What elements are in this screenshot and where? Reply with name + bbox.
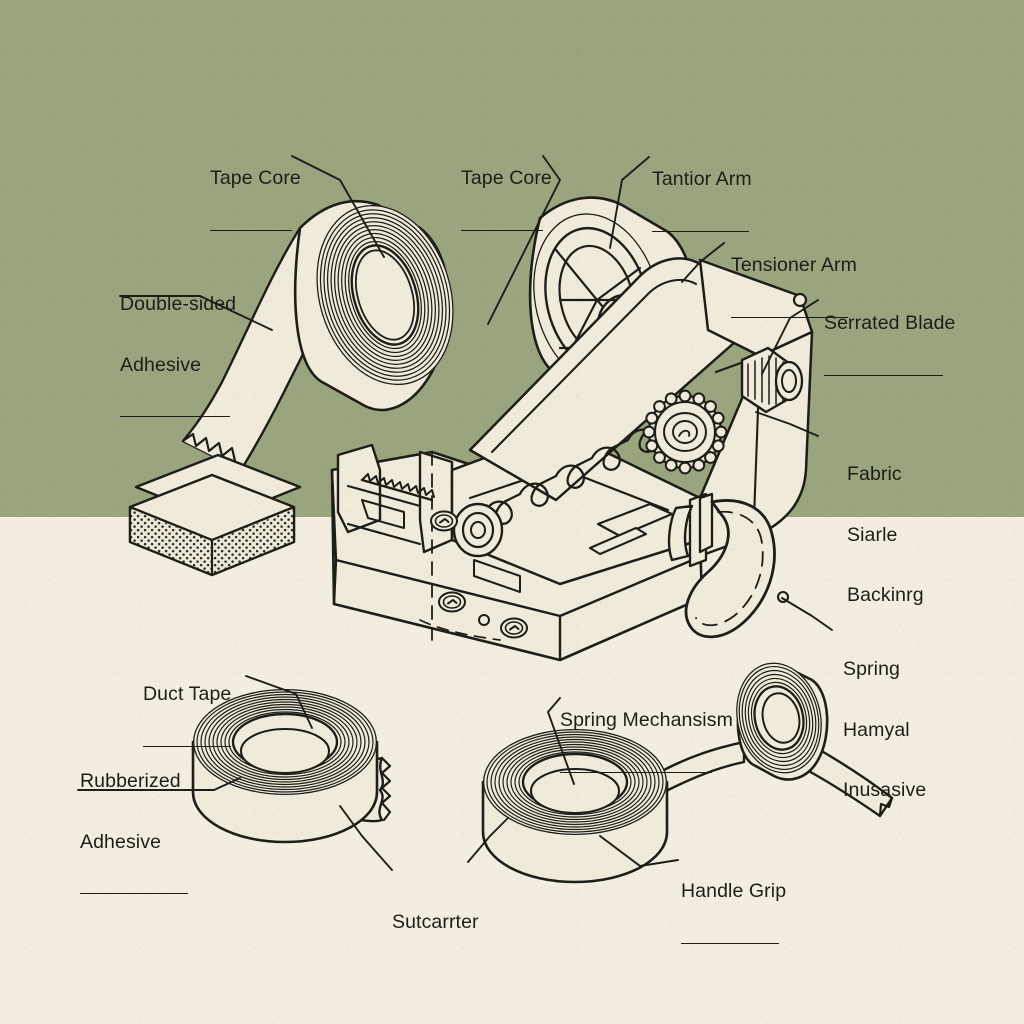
knurled-knob-part [740, 346, 804, 414]
leader-rubberized-adhesive [77, 777, 241, 791]
dispenser-body-part [330, 257, 814, 662]
label-tape-core-left[interactable]: Tape Core [210, 129, 301, 268]
label-rubberized-adhesive[interactable]: Rubberized Adhesive [80, 732, 188, 932]
leader-spring-handle [781, 597, 833, 631]
gear-wheel-part [642, 389, 728, 475]
leader-sutcarrter-left [339, 805, 393, 871]
label-serrated-blade-text: Serrated Blade [824, 311, 956, 334]
label-spring-handle-line3: Inusasive [843, 779, 927, 802]
leader-serrated-blade [761, 299, 819, 375]
leader-fabric-backing [755, 411, 819, 437]
label-spring-handle-line2: Hamyal [843, 718, 910, 741]
label-spring-mechanism[interactable]: Spring Mechansism [560, 671, 733, 810]
label-underline [120, 416, 230, 418]
leader-double-sided-adhesive [119, 295, 273, 331]
label-serrated-blade[interactable]: Serrated Blade [824, 274, 956, 413]
label-underline [80, 893, 188, 895]
leader-lines [77, 155, 833, 871]
label-double-sided-adhesive-line1: Double-sided [120, 292, 237, 315]
small-tape-roll-part [734, 661, 894, 818]
leader-handle-grip [599, 835, 679, 867]
label-underline [461, 229, 543, 231]
coil-spring-part [484, 420, 666, 525]
label-tape-core-left-text: Tape Core [210, 166, 301, 189]
label-handle-grip-text: Handle Grip [681, 879, 787, 902]
leader-tape-core-left [291, 155, 385, 258]
label-fabric-backing-line3: Backinrg [847, 584, 924, 607]
label-tape-core-right[interactable]: Tape Core [461, 129, 552, 268]
label-rubberized-adhesive-line2: Adhesive [80, 830, 162, 853]
leader-tensioner-arm [681, 242, 725, 283]
label-tape-core-right-text: Tape Core [461, 166, 552, 189]
label-tantior-arm-text: Tantior Arm [652, 167, 752, 190]
label-sutcarrter[interactable]: Sutcarrter [392, 873, 482, 990]
tape-roll-upper-left-part [181, 199, 455, 472]
label-handle-grip[interactable]: Handle Grip [681, 842, 787, 981]
spring-tape-roll-part [481, 729, 746, 884]
label-fabric-backing-line1: Fabric [847, 462, 902, 485]
label-tensioner-arm[interactable]: Tensioner Arm [731, 216, 857, 355]
label-fabric-backing-line2: Siarle [847, 523, 898, 546]
leader-spring-mechanism [547, 697, 575, 785]
label-underline [681, 942, 779, 944]
label-double-sided-adhesive[interactable]: Double-sided Adhesive [120, 255, 237, 455]
label-fabric-backing[interactable]: Fabric Siarle Backinrg [847, 425, 957, 664]
serrated-blade-part [360, 473, 435, 502]
label-duct-tape-text: Duct Tape [143, 682, 232, 705]
leader-sutcarrter-right [467, 817, 509, 863]
leader-tantior-arm [609, 156, 650, 249]
label-tantior-arm[interactable]: Tantior Arm [652, 130, 752, 269]
label-duct-tape[interactable]: Duct Tape [143, 645, 231, 784]
label-underline [143, 745, 231, 747]
label-underline [210, 229, 292, 231]
label-underline [824, 374, 943, 376]
label-rubberized-adhesive-line1: Rubberized [80, 769, 181, 792]
label-spring-handle-line1: Spring [843, 657, 900, 680]
leader-duct-tape [245, 675, 313, 729]
label-tensioner-arm-text: Tensioner Arm [731, 253, 857, 276]
label-spring-handle[interactable]: Spring Hamyal Inusasive [843, 620, 953, 859]
leader-tape-core-right [487, 155, 561, 325]
adhesive-block-part [128, 453, 302, 577]
label-spring-mechanism-text: Spring Mechansism [560, 708, 733, 731]
label-double-sided-adhesive-line2: Adhesive [120, 353, 202, 376]
label-underline [560, 771, 712, 773]
label-sutcarrter-text: Sutcarrter [392, 910, 479, 933]
